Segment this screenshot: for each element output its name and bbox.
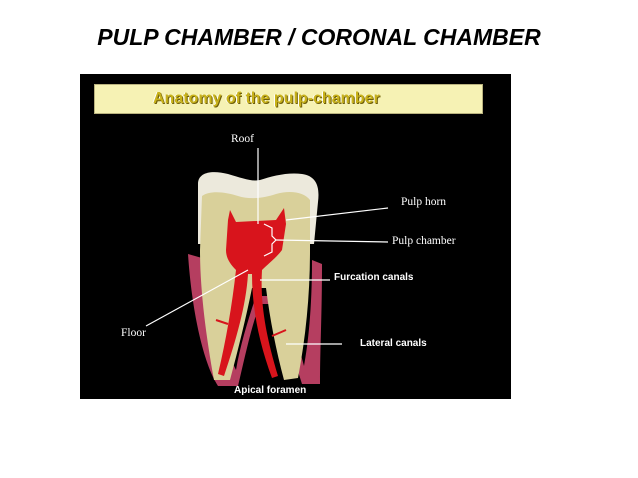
furcation-canal [255, 269, 261, 305]
diagram-banner-title: Anatomy of the pulp-chamber [94, 84, 483, 114]
label-floor: Floor [121, 327, 146, 339]
lateral-canal-2 [215, 319, 229, 325]
diagram-panel: Anatomy of the pulp-chamber Roof Pulp ho… [80, 74, 511, 399]
slide-title: PULP CHAMBER / CORONAL CHAMBER [97, 24, 541, 50]
label-furcation-canals: Furcation canals [334, 272, 414, 283]
label-pulp-chamber: Pulp chamber [392, 235, 456, 247]
label-roof: Roof [231, 133, 254, 145]
label-apical-foramen: Apical foramen [234, 385, 307, 396]
lateral-canal [271, 329, 287, 337]
label-lateral-canals: Lateral canals [360, 338, 427, 349]
label-pulp-horn: Pulp horn [401, 196, 447, 208]
tooth-illustration [145, 148, 389, 386]
pulp [218, 208, 286, 378]
pulp-chamber-leader [275, 239, 389, 243]
pulp-horn-leader [285, 207, 389, 221]
floor-leader [145, 269, 249, 327]
